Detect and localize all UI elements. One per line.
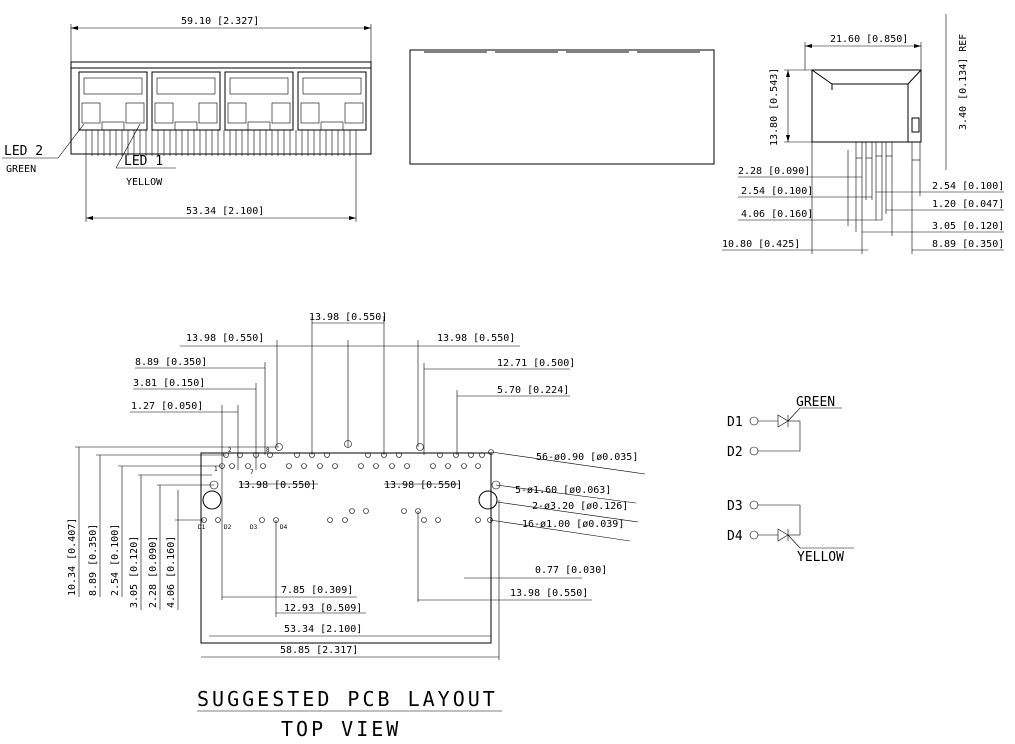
- pcb-v-dim-5: 2.28 [0.090]: [148, 536, 159, 608]
- side-ref-dim: 3.40 [0.134] REF: [958, 34, 969, 130]
- front-width-dim: 59.10 [2.327]: [181, 16, 259, 27]
- pcb-dim-127: 1.27 [0.050]: [131, 401, 203, 412]
- pcb-hole-callout-4: 16-ø1.00 [ø0.039]: [522, 519, 624, 530]
- pcb-top-mid-dim: 13.98 [0.550]: [309, 312, 387, 323]
- top-view: [409, 49, 715, 165]
- svg-text:1: 1: [214, 466, 218, 473]
- pcb-bottom-dim-5885: 58.85 [2.317]: [280, 645, 358, 656]
- schematic-yellow: YELLOW: [797, 550, 844, 565]
- pcb-dim-381: 3.81 [0.150]: [133, 378, 205, 389]
- pcb-inner-right-dim: 13.98 [0.550]: [384, 480, 462, 491]
- pcb-bottom-dim-1293: 12.93 [0.509]: [284, 603, 362, 614]
- schematic-d4: D4: [727, 529, 743, 544]
- pcb-layout: 13.98 [0.550] 13.98 [0.550] 13.98 [0.550…: [67, 312, 646, 660]
- led2-label: LED 2: [4, 144, 43, 159]
- side-depth-dim: 21.60 [0.850]: [830, 34, 908, 45]
- side-right-dim-1: 2.54 [0.100]: [932, 181, 1004, 192]
- side-right-dim-3: 3.05 [0.120]: [932, 221, 1004, 232]
- caption-line2: TOP VIEW: [281, 717, 401, 741]
- pcb-hole-callout-3: 2-ø3.20 [ø0.126]: [532, 501, 628, 512]
- front-pin-span-dim: 53.34 [2.100]: [186, 206, 264, 217]
- pcb-hole-callout-1: 56-ø0.90 [ø0.035]: [536, 452, 638, 463]
- front-ports: [78, 71, 367, 131]
- svg-text:D3: D3: [250, 524, 258, 531]
- pcb-bottom-dim-1398: 13.98 [0.550]: [510, 588, 588, 599]
- pcb-dim-1271: 12.71 [0.500]: [497, 358, 575, 369]
- side-left-dim-4: 10.80 [0.425]: [722, 239, 800, 250]
- pcb-inner-left-dim: 13.98 [0.550]: [238, 480, 316, 491]
- pcb-v-dim-2: 8.89 [0.350]: [88, 524, 99, 596]
- schematic-green: GREEN: [796, 395, 835, 410]
- front-pins: [85, 130, 357, 156]
- pcb-v-dim-4: 3.05 [0.120]: [129, 536, 140, 608]
- svg-text:D4: D4: [280, 524, 288, 531]
- pcb-v-dim-1: 10.34 [0.407]: [67, 518, 78, 596]
- led1-label: LED 1: [124, 154, 163, 169]
- svg-text:2: 2: [228, 447, 232, 454]
- led-schematic: D1 D2 GREEN D3 D4 YELLOW: [727, 395, 854, 565]
- svg-text:D1: D1: [198, 524, 206, 531]
- schematic-d2: D2: [727, 445, 743, 460]
- side-left-dim-1: 2.28 [0.090]: [738, 166, 810, 177]
- caption-line1: SUGGESTED PCB LAYOUT: [197, 687, 498, 711]
- schematic-d1: D1: [727, 415, 743, 430]
- svg-text:D2: D2: [224, 524, 232, 531]
- pcb-holes: [201, 440, 501, 523]
- caption: SUGGESTED PCB LAYOUT TOP VIEW: [197, 687, 502, 741]
- svg-text:8: 8: [266, 447, 270, 454]
- side-right-dim-4: 8.89 [0.350]: [932, 239, 1004, 250]
- side-height-dim: 13.80 [0.543]: [769, 68, 780, 146]
- side-left-dim-3: 4.06 [0.160]: [741, 209, 813, 220]
- svg-text:7: 7: [250, 469, 254, 476]
- pcb-bottom-dim-077: 0.77 [0.030]: [535, 565, 607, 576]
- pcb-top-left-dim: 13.98 [0.550]: [186, 333, 264, 344]
- front-view: 59.10 [2.327]: [2, 16, 372, 222]
- pcb-v-dim-6: 4.06 [0.160]: [166, 536, 177, 608]
- pcb-v-dim-3: 2.54 [0.100]: [110, 524, 121, 596]
- pcb-top-right-dim: 13.98 [0.550]: [437, 333, 515, 344]
- pcb-dim-889: 8.89 [0.350]: [135, 357, 207, 368]
- pcb-hole-callout-2: 5-ø1.60 [ø0.063]: [515, 485, 611, 496]
- schematic-d3: D3: [727, 499, 743, 514]
- side-right-dim-2: 1.20 [0.047]: [932, 199, 1004, 210]
- side-view: 21.60 [0.850] 13.80 [0.543] 3.40 [0.134]…: [722, 14, 1004, 254]
- pcb-bottom-dim-785: 7.85 [0.309]: [281, 585, 353, 596]
- led2-color: GREEN: [6, 164, 36, 175]
- led1-color: YELLOW: [126, 177, 163, 188]
- pcb-dim-570: 5.70 [0.224]: [497, 385, 569, 396]
- side-left-dim-2: 2.54 [0.100]: [741, 186, 813, 197]
- pcb-bottom-dim-5334: 53.34 [2.100]: [284, 624, 362, 635]
